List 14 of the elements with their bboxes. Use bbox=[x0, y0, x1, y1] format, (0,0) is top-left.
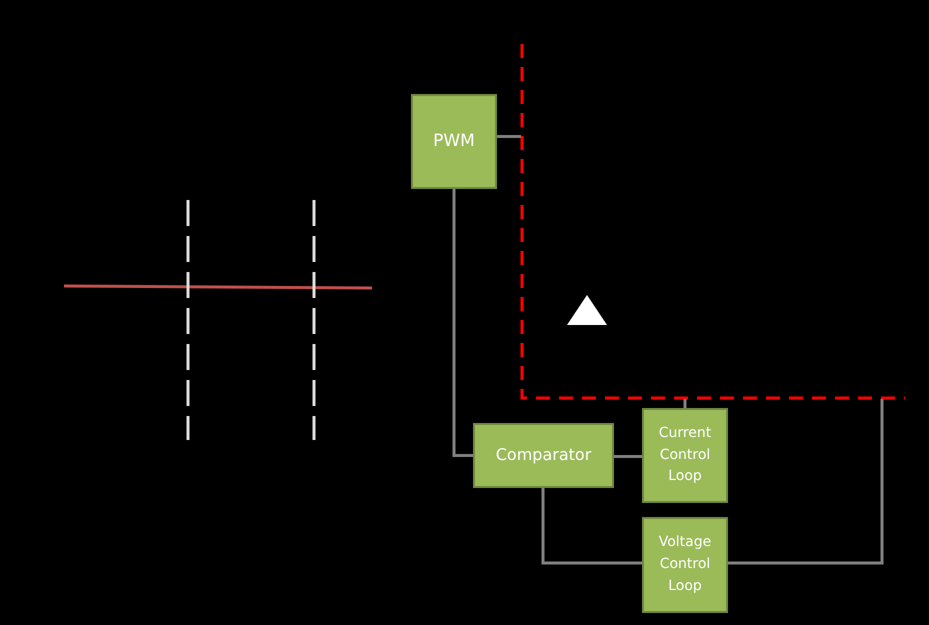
process-box bbox=[411, 94, 497, 189]
connector-line bbox=[614, 455, 642, 458]
connector-line bbox=[542, 488, 642, 564]
box-label: Comparator bbox=[496, 444, 592, 466]
box-label: PWM bbox=[433, 130, 475, 154]
box-label: Current Control Loop bbox=[658, 424, 712, 486]
connector-line bbox=[684, 399, 686, 408]
connector-line bbox=[728, 399, 884, 564]
box-label: Voltage Control Loop bbox=[658, 533, 712, 596]
connector-line bbox=[497, 135, 521, 138]
process-box bbox=[473, 423, 614, 488]
process-box bbox=[642, 408, 728, 503]
process-box bbox=[642, 517, 728, 613]
connector-line bbox=[452, 189, 473, 457]
